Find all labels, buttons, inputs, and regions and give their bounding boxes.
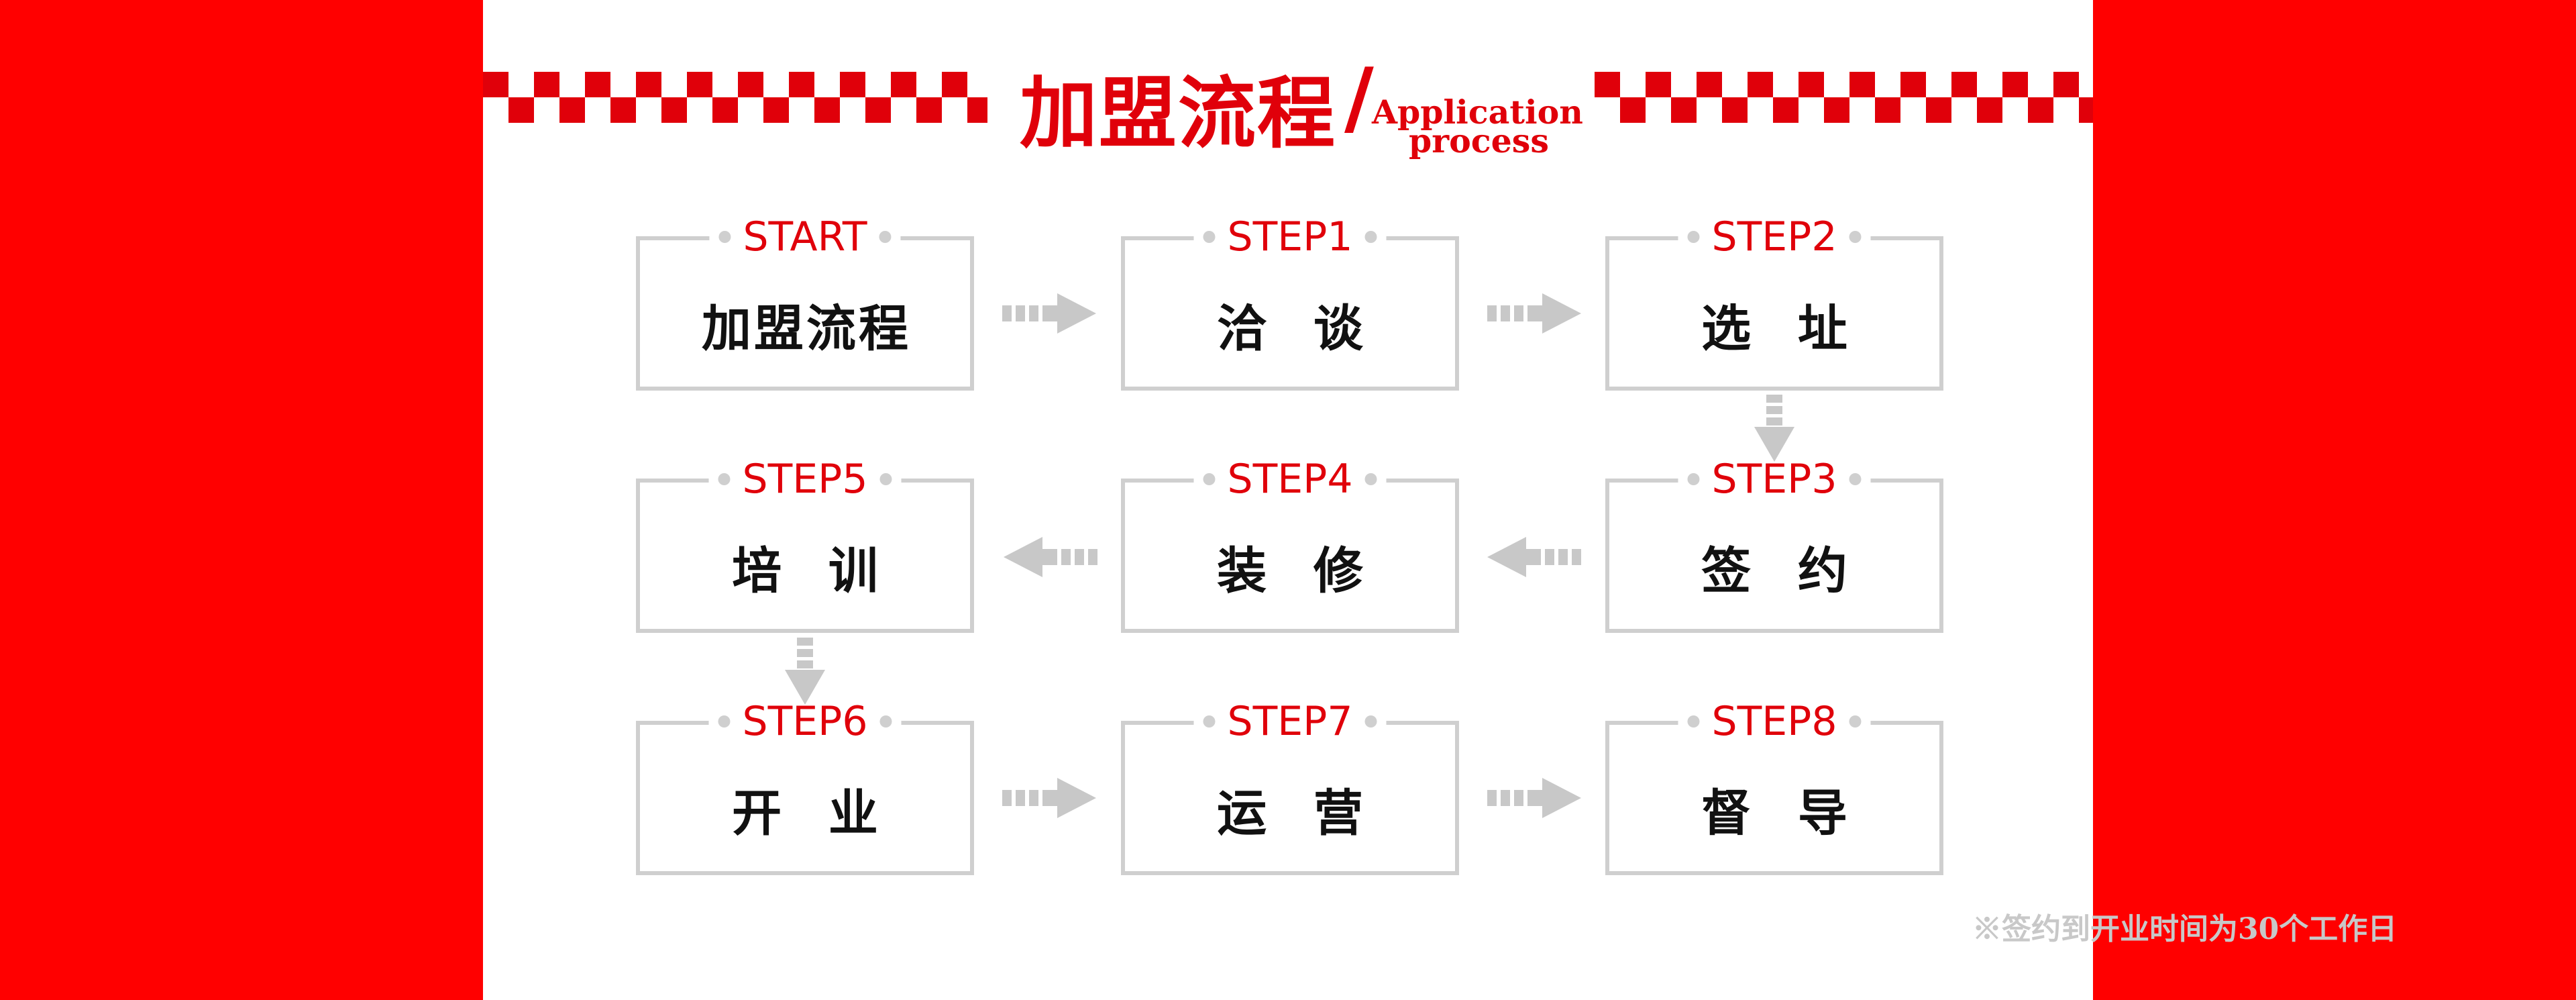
title-chinese: 加盟流程: [1020, 68, 1336, 159]
step-name: 选 址: [1701, 300, 1862, 358]
dot-icon: [718, 715, 731, 728]
step-tag-label: START: [743, 213, 867, 260]
dot-icon: [1203, 715, 1216, 728]
dot-icon: [1687, 473, 1700, 485]
step-tag: STEP1: [1193, 213, 1387, 260]
step-box-3: STEP3 签 约: [1605, 456, 1943, 633]
step-tag: STEP4: [1193, 456, 1387, 503]
step-name: 开 业: [732, 785, 893, 842]
step-box-4: STEP4 装 修: [1121, 456, 1459, 633]
arrow-right-icon: [1487, 778, 1581, 818]
step-box-1: STEP1 洽 谈: [1121, 213, 1459, 391]
dot-icon: [718, 231, 731, 243]
step-tag: STEP5: [708, 456, 902, 503]
step-tag-label: STEP8: [1711, 698, 1837, 745]
step-box-6: STEP6 开 业: [636, 698, 974, 875]
step-tag-label: STEP1: [1227, 213, 1353, 260]
arrow-right-icon: [1487, 293, 1581, 334]
title-english-line2: process: [1409, 121, 1549, 160]
step-box-2: STEP2 选 址: [1605, 213, 1943, 391]
step-name: 培 训: [732, 542, 893, 600]
dot-icon: [1203, 473, 1216, 485]
arrow-left-icon: [1487, 537, 1581, 577]
step-name: 加盟流程: [702, 300, 911, 358]
dot-icon: [1364, 715, 1377, 728]
step-name: 洽 谈: [1217, 300, 1378, 358]
arrow-down-icon: [1754, 395, 1794, 462]
step-tag-label: STEP3: [1711, 456, 1837, 503]
step-name: 督 导: [1701, 785, 1862, 842]
step-tag-label: STEP7: [1227, 698, 1353, 745]
step-box-7: STEP7 运 营: [1121, 698, 1459, 875]
step-tag: START: [709, 213, 901, 260]
dot-icon: [1364, 231, 1377, 243]
step-tag: STEP7: [1193, 698, 1387, 745]
step-name: 签 约: [1701, 542, 1862, 600]
checker-band-right: [1595, 72, 2093, 123]
dot-icon: [879, 715, 892, 728]
step-tag-label: STEP6: [742, 698, 868, 745]
arrow-right-icon: [1002, 293, 1096, 334]
title-slash: /: [1344, 50, 1374, 145]
dot-icon: [718, 473, 731, 485]
dot-icon: [1687, 231, 1700, 243]
step-name: 装 修: [1217, 542, 1378, 600]
step-tag: STEP6: [708, 698, 902, 745]
step-tag-label: STEP4: [1227, 456, 1353, 503]
step-name: 运 营: [1217, 785, 1378, 842]
dot-icon: [879, 231, 892, 243]
step-box-start: START 加盟流程: [636, 213, 974, 391]
dot-icon: [1364, 473, 1377, 485]
checker-band-left: [483, 72, 987, 123]
content-panel: 加盟流程 / Application process START 加盟流程 ST…: [483, 0, 2397, 1000]
step-tag-label: STEP2: [1711, 213, 1837, 260]
arrow-right-icon: [1002, 778, 1096, 818]
dot-icon: [1849, 231, 1862, 243]
footnote: ※签约到开业时间为30个工作日: [1972, 912, 2398, 946]
step-tag-label: STEP5: [742, 456, 868, 503]
title-english-line1: Application: [1372, 93, 1583, 132]
arrow-left-icon: [1004, 537, 1097, 577]
arrow-down-icon: [785, 638, 825, 705]
step-tag: STEP3: [1678, 456, 1871, 503]
step-tag: STEP2: [1678, 213, 1871, 260]
dot-icon: [1203, 231, 1216, 243]
step-tag: STEP8: [1678, 698, 1871, 745]
dot-icon: [1849, 715, 1862, 728]
step-box-8: STEP8 督 导: [1605, 698, 1943, 875]
dot-icon: [1849, 473, 1862, 485]
dot-icon: [879, 473, 892, 485]
dot-icon: [1687, 715, 1700, 728]
step-box-5: STEP5 培 训: [636, 456, 974, 633]
